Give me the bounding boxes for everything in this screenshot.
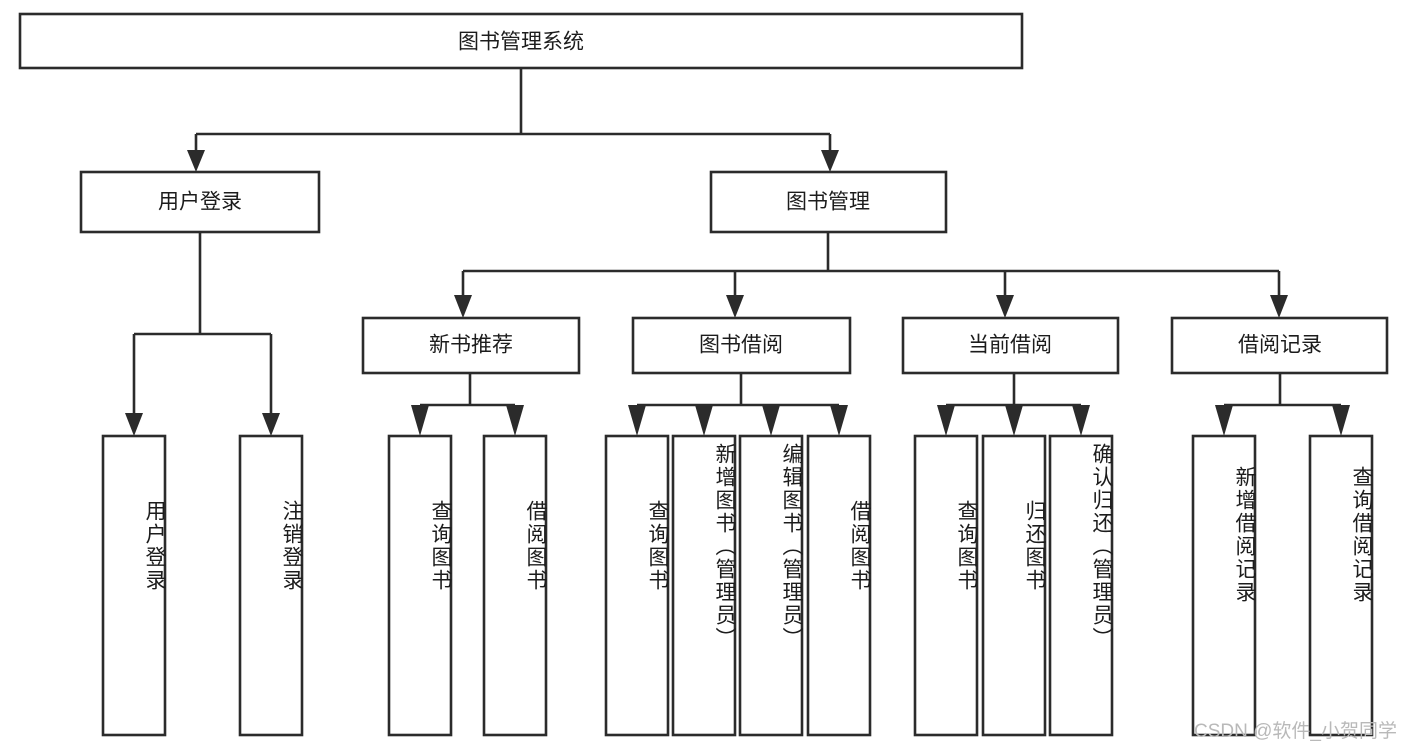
- node-leaf-borrow-book-1-box[interactable]: [482, 434, 548, 737]
- node-root[interactable]: 图书管理系统: [18, 12, 1024, 70]
- csdn-watermark: CSDN @软件_小贺同学: [1194, 721, 1397, 742]
- node-leaf-query-book-1-box[interactable]: [387, 434, 453, 737]
- node-user-login[interactable]: 用户登录: [79, 170, 321, 234]
- arrowhead-book-borrow: [726, 295, 744, 318]
- node-borrow-record-label: 借阅记录: [1238, 334, 1322, 357]
- arrowhead-leaf-user-login: [125, 413, 143, 436]
- arrowhead-leaf-confirm-return: [1072, 405, 1090, 436]
- node-leaf-return-book-box[interactable]: [981, 434, 1047, 737]
- arrowhead-leaf-edit-book: [762, 405, 780, 436]
- connector-group-root: [187, 68, 839, 172]
- leaf-boxes: [101, 434, 1374, 737]
- node-user-login-box[interactable]: [79, 170, 321, 234]
- arrowhead-borrow-record: [1270, 295, 1288, 318]
- node-book-borrow[interactable]: 图书借阅: [631, 316, 852, 375]
- node-leaf-query-book-3-box[interactable]: [913, 434, 979, 737]
- arrowhead-book-manage: [821, 150, 839, 172]
- node-book-borrow-label: 图书借阅: [699, 334, 783, 357]
- node-book-manage-label: 图书管理: [786, 191, 870, 214]
- node-leaf-add-record-box[interactable]: [1191, 434, 1257, 737]
- node-borrow-record-box[interactable]: [1170, 316, 1389, 375]
- node-current-borrow-label: 当前借阅: [968, 334, 1052, 357]
- arrowhead-user-login: [187, 150, 205, 172]
- arrowhead-leaf-query-book-1: [411, 405, 429, 436]
- node-book-manage-box[interactable]: [709, 170, 948, 234]
- arrowhead-leaf-borrow-book-1: [506, 405, 524, 436]
- node-leaf-confirm-return-box[interactable]: [1048, 434, 1114, 737]
- node-new-book-recommend-box[interactable]: [361, 316, 581, 375]
- arrowhead-leaf-query-book-3: [937, 405, 955, 436]
- connector-group-new-book-recommend: [411, 373, 524, 436]
- node-leaf-user-login-box[interactable]: [101, 434, 167, 737]
- connector-group-book-borrow: [628, 373, 848, 436]
- arrowhead-current-borrow: [996, 295, 1014, 318]
- connector-group-book-manage: [454, 232, 1288, 318]
- connector-group-borrow-record: [1215, 373, 1350, 436]
- node-new-book-recommend[interactable]: 新书推荐: [361, 316, 581, 375]
- node-leaf-add-book-box[interactable]: [671, 434, 737, 737]
- arrowhead-leaf-query-book-2: [628, 405, 646, 436]
- node-root-box[interactable]: [18, 12, 1024, 70]
- node-new-book-recommend-label: 新书推荐: [429, 334, 513, 357]
- arrowhead-leaf-return-book: [1005, 405, 1023, 436]
- arrowhead-leaf-add-record: [1215, 405, 1233, 436]
- node-user-login-label: 用户登录: [158, 191, 242, 214]
- node-borrow-record[interactable]: 借阅记录: [1170, 316, 1389, 375]
- connector-group-user-login: [125, 232, 280, 436]
- arrowhead-leaf-user-logout: [262, 413, 280, 436]
- node-book-manage[interactable]: 图书管理: [709, 170, 948, 234]
- node-leaf-query-book-2-box[interactable]: [604, 434, 670, 737]
- node-current-borrow-box[interactable]: [901, 316, 1120, 375]
- arrowhead-new-book-recommend: [454, 295, 472, 318]
- arrowhead-leaf-query-record: [1332, 405, 1350, 436]
- node-root-label: 图书管理系统: [458, 31, 584, 54]
- node-leaf-query-record-box[interactable]: [1308, 434, 1374, 737]
- node-leaf-edit-book-box[interactable]: [738, 434, 804, 737]
- node-leaf-borrow-book-2-box[interactable]: [806, 434, 872, 737]
- node-book-borrow-box[interactable]: [631, 316, 852, 375]
- node-leaf-user-logout-box[interactable]: [238, 434, 304, 737]
- node-current-borrow[interactable]: 当前借阅: [901, 316, 1120, 375]
- connector-group-current-borrow: [937, 373, 1090, 436]
- arrowhead-leaf-add-book: [695, 405, 713, 436]
- arrowhead-leaf-borrow-book-2: [830, 405, 848, 436]
